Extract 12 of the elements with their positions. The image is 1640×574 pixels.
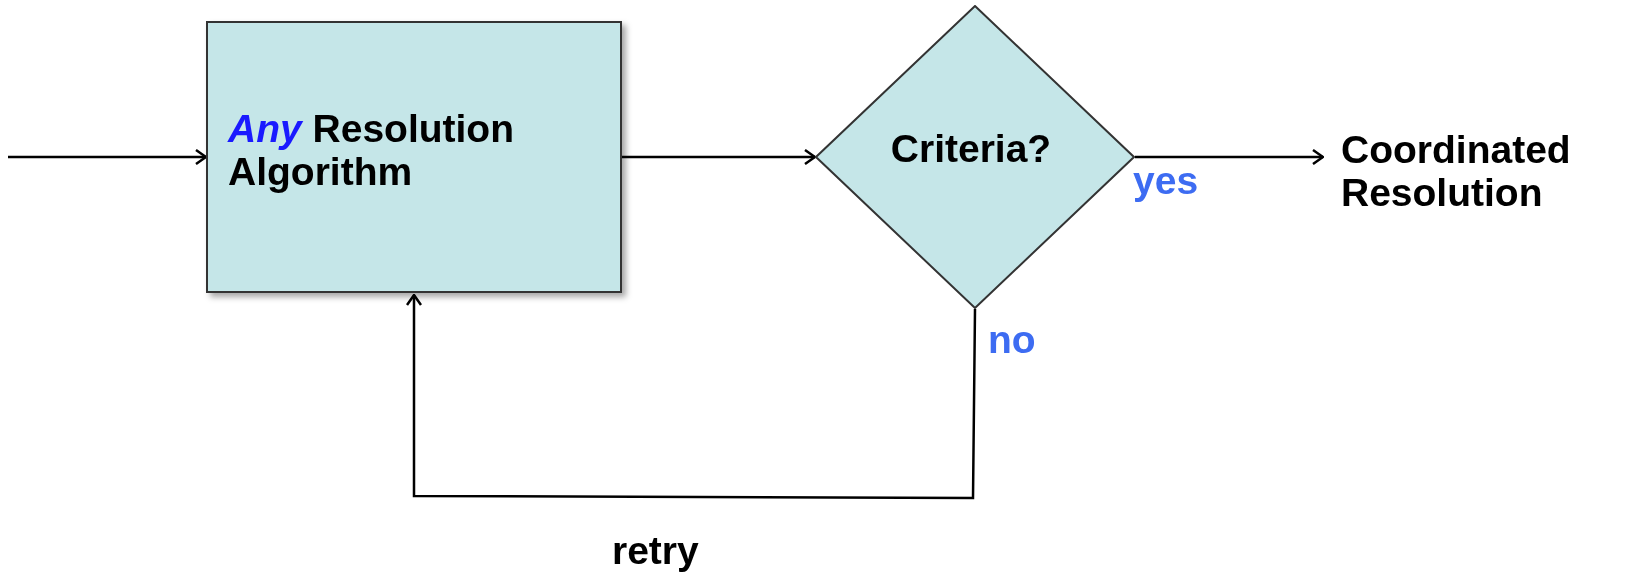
edge-label: retry xyxy=(612,530,699,571)
arrow xyxy=(8,148,208,166)
box-label: Any Resolution Algorithm xyxy=(228,107,516,193)
arrow xyxy=(405,293,977,500)
arrow xyxy=(622,148,817,166)
decision-diamond xyxy=(815,5,1135,309)
arrow xyxy=(1135,148,1325,166)
diamond-label: Criteria? xyxy=(889,127,1053,170)
outcome-label: Coordinated Resolution xyxy=(1341,128,1572,214)
process-box xyxy=(206,21,622,293)
branch-label: no xyxy=(988,319,1036,360)
edge-label: yes xyxy=(1133,160,1199,201)
